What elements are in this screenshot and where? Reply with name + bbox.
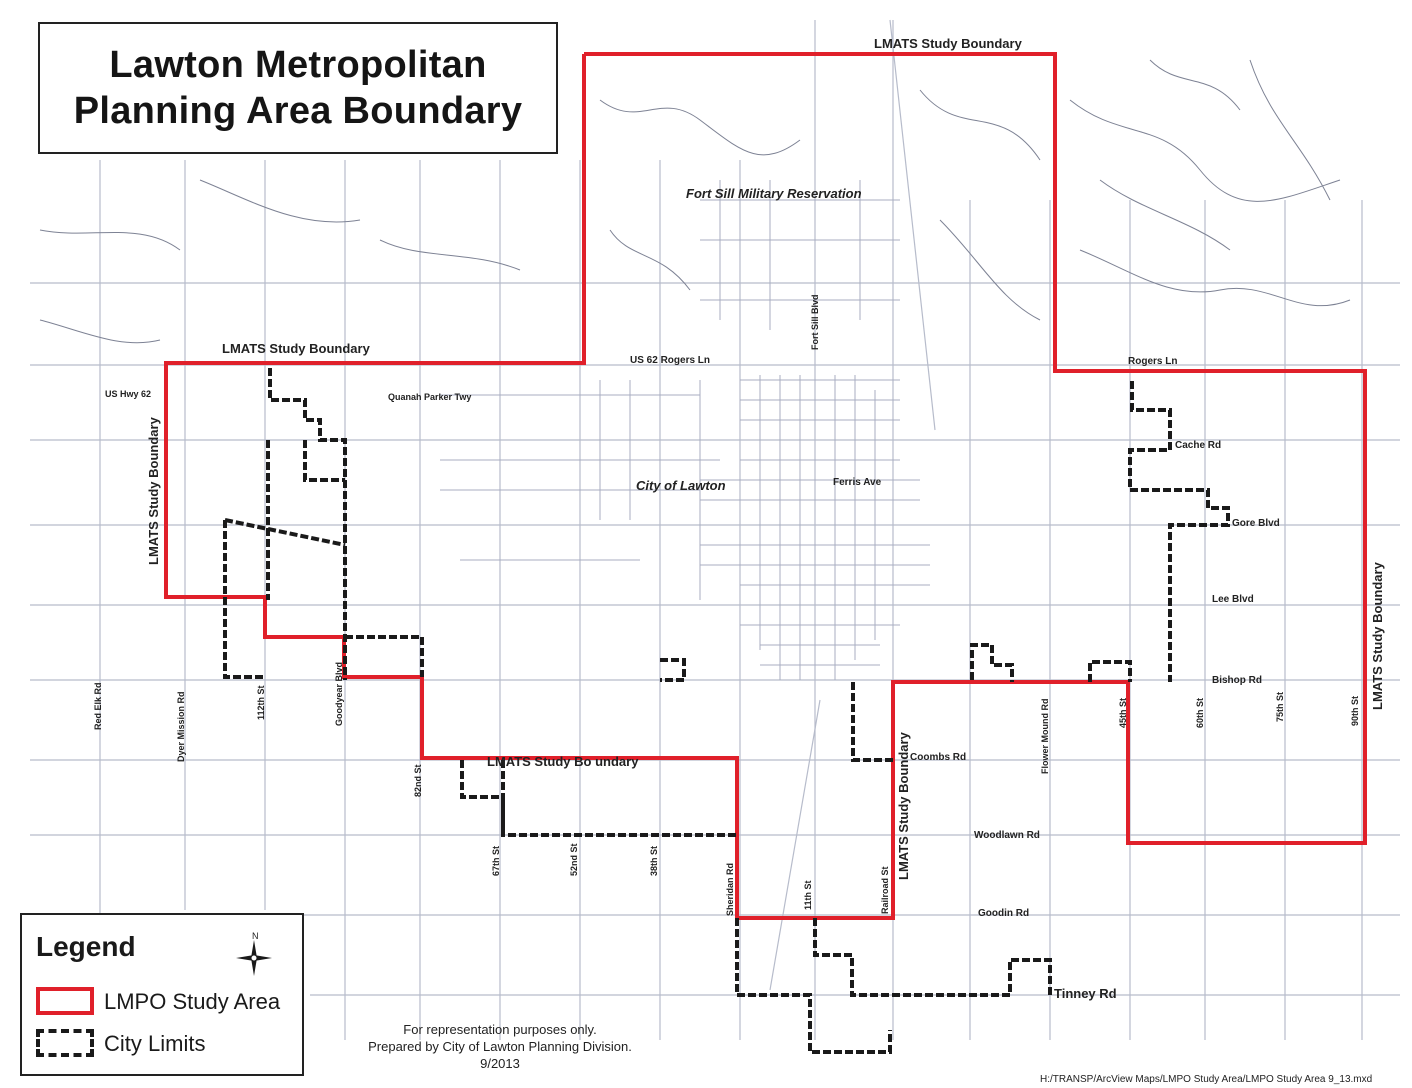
label-gore-blvd: Gore Blvd — [1232, 518, 1280, 529]
label-us-hwy-62: US Hwy 62 — [105, 389, 151, 399]
legend-label-study-area: LMPO Study Area — [104, 989, 281, 1014]
file-path: H:/TRANSP/ArcView Maps/LMPO Study Area/L… — [1040, 1074, 1373, 1085]
legend: Legend LMPO Study Area City Limits — [20, 913, 304, 1076]
label-boundary-top: LMATS Study Boundary — [874, 36, 1023, 51]
label-quanah-parker: Quanah Parker Twy — [388, 392, 471, 402]
label-flower-mound-rd: Flower Mound Rd — [1040, 699, 1050, 775]
label-52nd-st: 52nd St — [569, 843, 579, 876]
label-rogers-ln: Rogers Ln — [1128, 356, 1177, 367]
label-boundary-south-center: LMATS Study Boundary — [896, 731, 911, 880]
label-city: City of Lawton — [636, 478, 726, 493]
note-date: 9/2013 — [480, 1056, 520, 1071]
note-representation: For representation purposes only. — [403, 1022, 597, 1037]
legend-swatch-city-limits — [36, 1029, 94, 1057]
label-boundary-west-side: LMATS Study Boundary — [146, 416, 161, 565]
label-boundary-west-top: LMATS Study Boundary — [222, 341, 371, 356]
label-dyer-mission-rd: Dyer Mission Rd — [176, 691, 186, 762]
label-coombs-rd: Coombs Rd — [910, 752, 966, 763]
label-38th-st: 38th St — [649, 846, 659, 876]
label-tinney-rd: Tinney Rd — [1054, 986, 1117, 1001]
label-90th-st: 90th St — [1350, 696, 1360, 726]
label-red-elk-rd: Red Elk Rd — [93, 682, 103, 730]
lmpo-study-area-boundary — [164, 52, 1367, 920]
map-label-group: LMATS Study Boundary LMATS Study Boundar… — [93, 36, 1385, 1001]
label-112th-st: 112th St — [256, 685, 266, 720]
map-title-line-2: Planning Area Boundary — [73, 90, 523, 132]
city-street-grid — [440, 180, 930, 680]
label-cache-rd: Cache Rd — [1175, 440, 1221, 451]
label-goodin-rd: Goodin Rd — [978, 908, 1029, 919]
label-75th-st: 75th St — [1275, 692, 1285, 722]
label-fort-sill-blvd: Fort Sill Blvd — [810, 294, 820, 350]
label-us62-rogers: US 62 Rogers Ln — [630, 355, 710, 366]
label-ferris-ave: Ferris Ave — [833, 477, 882, 488]
north-arrow-label: N — [252, 931, 259, 941]
label-45th-st: 45th St — [1118, 698, 1128, 728]
road-network — [30, 19, 1400, 1040]
label-67th-st: 67th St — [491, 846, 501, 876]
map-title-line-1: Lawton Metropolitan — [109, 44, 487, 86]
label-bishop-rd: Bishop Rd — [1212, 675, 1262, 686]
label-82nd-st: 82nd St — [413, 764, 423, 797]
city-limits — [223, 368, 1230, 1054]
label-goodyear-blvd: Goodyear Blvd — [334, 662, 344, 726]
map-title-box: Lawton Metropolitan Planning Area Bounda… — [38, 22, 558, 154]
terrain-lines — [39, 59, 1351, 344]
label-sheridan-rd: Sheridan Rd — [725, 863, 735, 916]
label-60th-st: 60th St — [1195, 698, 1205, 728]
note-prepared-by: Prepared by City of Lawton Planning Divi… — [368, 1039, 632, 1054]
label-woodlawn-rd: Woodlawn Rd — [974, 830, 1040, 841]
north-arrow-icon: N — [236, 931, 272, 976]
label-boundary-east: LMATS Study Boundary — [1370, 561, 1385, 710]
legend-swatch-study-area — [36, 987, 94, 1015]
label-fort-sill: Fort Sill Military Reservation — [686, 186, 862, 201]
label-railroad-st: Railroad St — [880, 866, 890, 914]
legend-label-city-limits: City Limits — [104, 1031, 206, 1056]
label-11th-st: 11th St — [803, 880, 813, 910]
label-boundary-south: LMATS Study Bo undary — [487, 754, 639, 769]
legend-title: Legend — [36, 931, 136, 962]
label-lee-blvd: Lee Blvd — [1212, 594, 1254, 605]
